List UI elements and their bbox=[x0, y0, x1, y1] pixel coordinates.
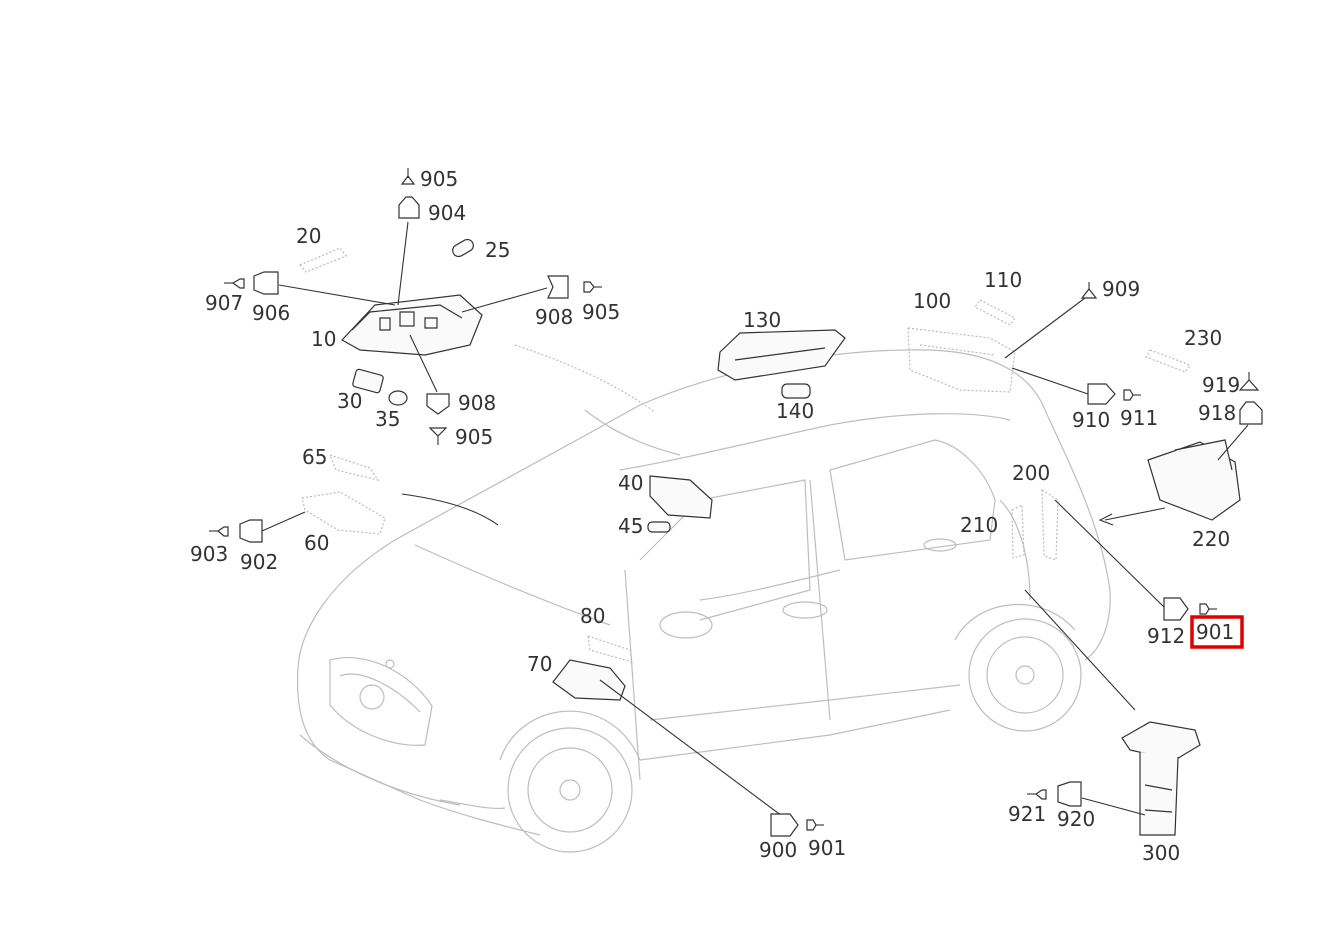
bulb-35 bbox=[388, 390, 408, 406]
symbol-919 bbox=[1238, 372, 1260, 391]
symbol-918 bbox=[1239, 401, 1263, 425]
part-210 bbox=[1011, 504, 1025, 559]
callout-901[interactable]: 901 bbox=[808, 836, 846, 860]
part-200 bbox=[1041, 488, 1059, 561]
bulb-140 bbox=[781, 383, 811, 399]
part-230 bbox=[1145, 349, 1191, 373]
callout-910[interactable]: 910 bbox=[1072, 408, 1110, 432]
callout-40[interactable]: 40 bbox=[618, 471, 643, 495]
symbol-905b bbox=[583, 281, 602, 293]
callout-905[interactable]: 905 bbox=[455, 425, 493, 449]
symbol-905c bbox=[428, 427, 448, 445]
callout-210[interactable]: 210 bbox=[960, 513, 998, 537]
callout-60[interactable]: 60 bbox=[304, 531, 329, 555]
switch-30 bbox=[352, 368, 384, 394]
symbol-904 bbox=[398, 196, 420, 219]
callout-35[interactable]: 35 bbox=[375, 407, 400, 431]
callout-912[interactable]: 912 bbox=[1147, 624, 1185, 648]
bulb-25 bbox=[452, 238, 474, 258]
highlight-box bbox=[1190, 615, 1244, 649]
strip-front bbox=[514, 344, 656, 413]
callout-80[interactable]: 80 bbox=[580, 604, 605, 628]
callout-905[interactable]: 905 bbox=[582, 300, 620, 324]
callout-200[interactable]: 200 bbox=[1012, 461, 1050, 485]
part-20 bbox=[299, 247, 347, 273]
lamp-300 bbox=[1121, 721, 1201, 836]
symbol-909 bbox=[1080, 282, 1098, 299]
callout-140[interactable]: 140 bbox=[776, 399, 814, 423]
symbol-920 bbox=[1057, 781, 1082, 807]
callout-907[interactable]: 907 bbox=[205, 291, 243, 315]
callout-65[interactable]: 65 bbox=[302, 445, 327, 469]
part-110 bbox=[974, 299, 1016, 326]
symbol-900 bbox=[770, 813, 799, 837]
symbol-907 bbox=[224, 278, 245, 289]
car-outline bbox=[297, 349, 1111, 853]
callout-920[interactable]: 920 bbox=[1057, 807, 1095, 831]
symbol-901a bbox=[1199, 603, 1217, 615]
callout-904[interactable]: 904 bbox=[428, 201, 466, 225]
callout-25[interactable]: 25 bbox=[485, 238, 510, 262]
callout-918[interactable]: 918 bbox=[1198, 401, 1236, 425]
callout-905[interactable]: 905 bbox=[420, 167, 458, 191]
callout-10[interactable]: 10 bbox=[311, 327, 336, 351]
callout-100[interactable]: 100 bbox=[913, 289, 951, 313]
callout-909[interactable]: 909 bbox=[1102, 277, 1140, 301]
arrow-220 bbox=[1098, 507, 1166, 526]
symbol-910 bbox=[1087, 383, 1116, 405]
callout-921[interactable]: 921 bbox=[1008, 802, 1046, 826]
callout-110[interactable]: 110 bbox=[984, 268, 1022, 292]
symbol-921 bbox=[1027, 789, 1047, 800]
symbol-905a bbox=[400, 168, 416, 185]
callout-45[interactable]: 45 bbox=[618, 514, 643, 538]
leader-lines bbox=[261, 221, 1249, 823]
lamp-70 bbox=[552, 659, 626, 701]
symbol-901b bbox=[806, 819, 824, 831]
callout-906[interactable]: 906 bbox=[252, 301, 290, 325]
callout-911[interactable]: 911 bbox=[1120, 406, 1158, 430]
callout-labels: 905 904 20 25 907 906 908 905 10 30 35 9… bbox=[190, 167, 1240, 865]
part-220 bbox=[1147, 439, 1241, 521]
symbol-906 bbox=[253, 271, 279, 295]
symbol-903 bbox=[209, 526, 229, 537]
callout-901-highlighted[interactable]: 901 bbox=[1196, 620, 1234, 644]
callout-900[interactable]: 900 bbox=[759, 838, 797, 862]
symbol-908b bbox=[426, 393, 450, 415]
callout-20[interactable]: 20 bbox=[296, 224, 321, 248]
part-65 bbox=[328, 454, 380, 481]
callout-908[interactable]: 908 bbox=[535, 305, 573, 329]
symbol-902 bbox=[239, 519, 263, 543]
callout-902[interactable]: 902 bbox=[240, 550, 278, 574]
rear-roof-module-100 bbox=[907, 327, 1016, 393]
lamp-40 bbox=[649, 475, 713, 519]
callout-30[interactable]: 30 bbox=[337, 389, 362, 413]
symbol-912 bbox=[1163, 597, 1189, 621]
callout-230[interactable]: 230 bbox=[1184, 326, 1222, 350]
callout-220[interactable]: 220 bbox=[1192, 527, 1230, 551]
callout-908[interactable]: 908 bbox=[458, 391, 496, 415]
symbol-911 bbox=[1123, 389, 1141, 401]
callout-70[interactable]: 70 bbox=[527, 652, 552, 676]
part-60 bbox=[301, 491, 386, 535]
callout-300[interactable]: 300 bbox=[1142, 841, 1180, 865]
strip-side bbox=[401, 493, 499, 526]
callout-919[interactable]: 919 bbox=[1202, 373, 1240, 397]
lamp-130 bbox=[717, 329, 846, 381]
callout-130[interactable]: 130 bbox=[743, 308, 781, 332]
callout-903[interactable]: 903 bbox=[190, 542, 228, 566]
front-roof-module bbox=[341, 294, 483, 356]
part-80 bbox=[587, 635, 633, 663]
symbol-908a bbox=[547, 275, 569, 299]
bulb-45 bbox=[647, 521, 671, 533]
